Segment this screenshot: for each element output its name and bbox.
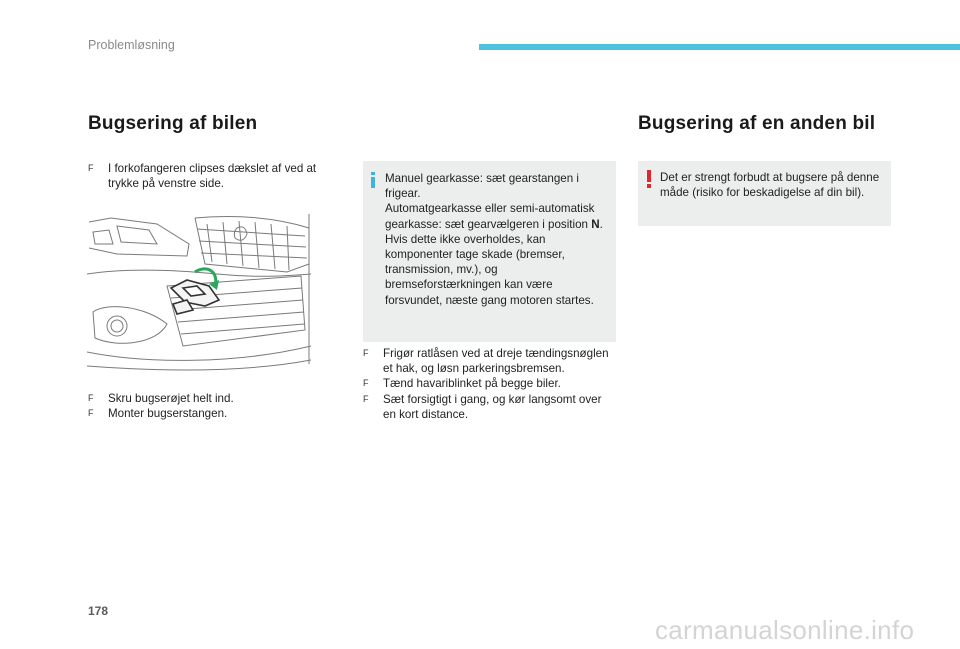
bullet-icon: F [88,163,94,173]
title-tow-other-car: Bugsering af en anden bil [638,113,876,134]
step-text: Sæt forsigtigt i gang, og kør langsomt o… [383,392,602,421]
bullet-icon: F [88,408,94,419]
list-item: F I forkofangeren clipses dækslet af ved… [88,161,336,191]
info-text-manual: Manuel gearkasse: sæt gearstangen i frig… [385,172,579,201]
list-item: F Tænd havariblinket på begge biler. [363,376,615,391]
bullet-icon: F [363,378,369,389]
page-number: 178 [88,604,109,618]
bullet-icon: F [363,348,369,358]
warning-icon [647,170,651,188]
bullet-icon: F [363,393,369,404]
watermark: carmanualsonline.info [655,615,915,645]
step-text: I forkofangeren clipses dækslet af ved a… [108,162,317,191]
list-item: F Skru bugserøjet helt ind. [88,391,336,406]
bumper-cover-illustration [87,214,311,371]
step-text: Frigør ratlåsen ved at dreje tændingsnøg… [383,347,609,376]
list-item: F Monter bugserstangen. [88,406,336,421]
info-icon [371,172,375,188]
info-box: Manuel gearkasse: sæt gearstangen i frig… [363,161,616,342]
section-header: Problemløsning [88,38,175,52]
section-accent-bar [479,44,960,50]
warning-text: Det er strengt forbudt at bugsere på den… [660,171,880,200]
info-text-warning: Hvis dette ikke overholdes, kan komponen… [385,232,594,307]
step-text: Skru bugserøjet helt ind. [108,392,234,405]
step-text: Monter bugserstangen. [108,407,228,421]
warning-box: Det er strengt forbudt at bugsere på den… [638,161,891,226]
left-step-list-2: F Skru bugserøjet helt ind. F Monter bug… [88,391,336,421]
list-item: F Frigør ratlåsen ved at dreje tændingsn… [363,346,615,376]
middle-step-list: F Frigør ratlåsen ved at dreje tændingsn… [363,346,615,422]
info-text-automatic: Automatgearkasse eller semi-automatisk g… [385,202,603,231]
list-item: F Sæt forsigtigt i gang, og kør langsomt… [363,392,615,422]
step-text: Tænd havariblinket på begge biler. [383,377,561,391]
left-step-list-1: F I forkofangeren clipses dækslet af ved… [88,161,336,191]
bullet-icon: F [88,393,94,403]
title-tow-this-car: Bugsering af bilen [88,113,258,134]
